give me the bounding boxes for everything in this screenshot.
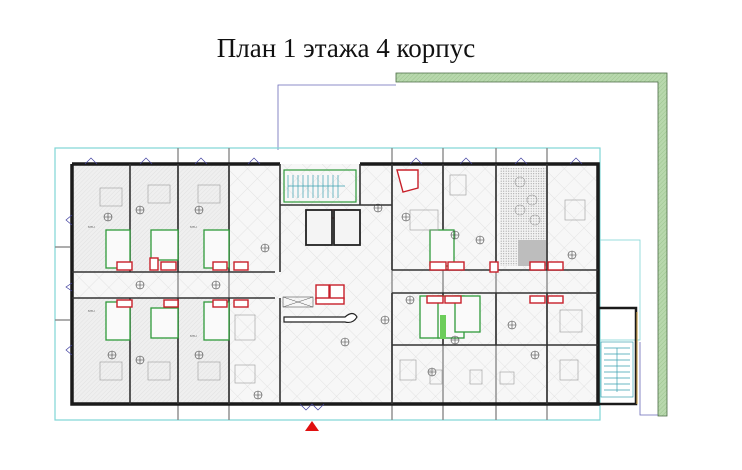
ceiling-light-cross <box>136 206 144 214</box>
stair-outline <box>599 239 641 341</box>
ceiling-light-cross <box>261 244 269 252</box>
ceiling-light-cross <box>451 336 459 344</box>
room-label: МТН <box>88 225 95 229</box>
ceiling-light-cross <box>108 351 116 359</box>
ceiling-light-cross <box>428 368 436 376</box>
ceiling-light-cross <box>568 251 576 259</box>
ceiling-light-cross <box>254 391 262 399</box>
side-staircase <box>600 341 634 398</box>
ceiling-light-cross <box>451 231 459 239</box>
ceiling-light-cross <box>402 213 410 221</box>
green-column <box>440 315 446 339</box>
ceiling-light-cross <box>195 351 203 359</box>
ceiling-light-cross <box>212 281 220 289</box>
ceiling-light-cross <box>531 351 539 359</box>
ceiling-light-cross <box>374 204 382 212</box>
red-fixtures <box>116 169 564 308</box>
room-label: МТН <box>190 334 197 338</box>
plan-title: План 1 этажа 4 корпус <box>0 33 742 64</box>
mtn-labels: МТН МТН МТН МТН <box>88 225 197 338</box>
ceiling-light-cross <box>406 296 414 304</box>
green-boundary-band <box>395 72 668 417</box>
plan-title-text: План 1 этажа 4 корпус <box>216 33 476 63</box>
elevators <box>305 209 361 246</box>
furniture <box>99 174 586 385</box>
room-label: МТН <box>190 225 197 229</box>
lobby-bench <box>282 296 358 324</box>
entry-triangle-icon <box>305 421 319 431</box>
ceiling-light-cross <box>381 316 389 324</box>
windows <box>65 157 583 411</box>
exterior-walls <box>70 162 638 406</box>
ceiling-lights <box>103 203 577 400</box>
ceiling-light-cross <box>341 338 349 346</box>
ceiling-light-cross <box>104 213 112 221</box>
room-label: МТН <box>88 309 95 313</box>
ceiling-light-cross <box>136 356 144 364</box>
ceiling-light-cross <box>195 206 203 214</box>
main-staircase <box>283 169 357 203</box>
ceiling-light-cross <box>136 281 144 289</box>
ceiling-light-cross <box>508 321 516 329</box>
ceiling-light-cross <box>476 236 484 244</box>
site-boundary-line <box>277 84 658 416</box>
